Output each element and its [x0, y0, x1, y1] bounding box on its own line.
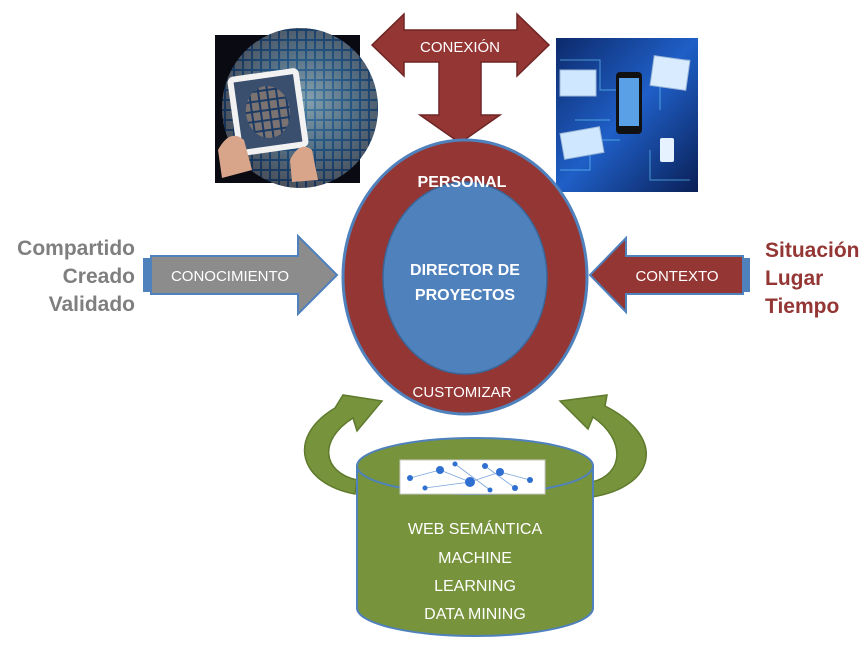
right-curved-arrow	[558, 394, 647, 498]
right-list-item-3: Tiempo	[765, 295, 839, 318]
contexto-label: CONTEXTO	[635, 268, 718, 285]
inner-circle	[382, 181, 548, 375]
conexion-arrow	[370, 12, 551, 144]
cylinder-line-1: WEB SEMÁNTICA	[408, 519, 543, 538]
left-list-item-3: Validado	[49, 293, 135, 316]
right-list-item-2: Lugar	[765, 267, 823, 290]
left-curved-arrow	[303, 394, 384, 495]
director-line1: DIRECTOR DE	[410, 262, 520, 279]
cylinder-line-3: LEARNING	[434, 578, 516, 595]
contexto-arrow-tail	[743, 258, 750, 292]
conexion-label: CONEXIÓN	[420, 39, 500, 56]
cylinder-line-4: DATA MINING	[424, 606, 526, 623]
left-photo	[215, 28, 378, 188]
conocimiento-arrow-tail	[143, 258, 151, 292]
right-photo	[556, 38, 698, 192]
right-list-item-1: Situación	[765, 239, 860, 262]
left-list-item-2: Creado	[63, 265, 135, 288]
cylinder-line-2: MACHINE	[438, 550, 512, 567]
conocimiento-arrow	[150, 233, 339, 317]
left-list-item-1: Compartido	[17, 237, 135, 260]
director-line2: PROYECTOS	[415, 287, 516, 304]
network-graph-image	[399, 459, 546, 495]
personal-label: PERSONAL	[418, 174, 507, 191]
conocimiento-label: CONOCIMIENTO	[171, 268, 289, 285]
customizar-label: CUSTOMIZAR	[413, 384, 512, 401]
contexto-arrow	[588, 235, 744, 315]
